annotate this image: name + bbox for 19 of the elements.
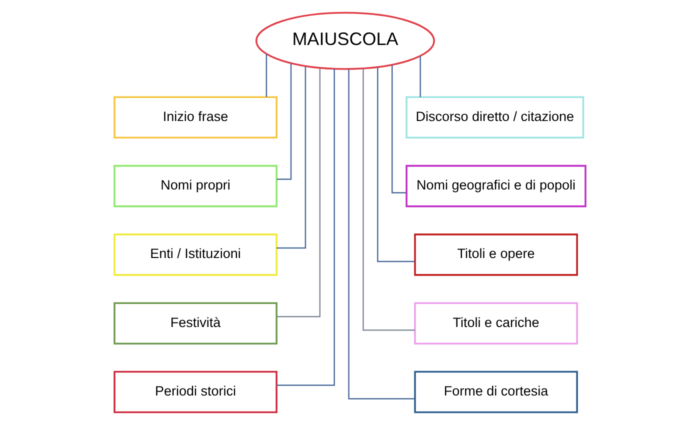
node-box: Discorso diretto / citazione bbox=[406, 96, 584, 139]
connector bbox=[420, 56, 421, 98]
connector bbox=[276, 69, 335, 386]
connector bbox=[362, 68, 415, 331]
node-box: Nomi propri bbox=[114, 164, 278, 208]
node-box: Periodi storici bbox=[114, 370, 278, 414]
node-box: Enti / Istituzioni bbox=[114, 234, 278, 276]
connector bbox=[276, 68, 321, 318]
node-box: Inizio frase bbox=[114, 96, 278, 139]
connector bbox=[266, 54, 268, 98]
node-box: Titoli e opere bbox=[414, 234, 578, 276]
connector bbox=[348, 69, 415, 400]
connector bbox=[276, 66, 306, 249]
node-box: Nomi geografici e di popoli bbox=[406, 164, 586, 208]
node-ellipse: MAIUSCOLA bbox=[255, 12, 436, 70]
node-box: Titoli e cariche bbox=[414, 302, 578, 345]
node-box: Festività bbox=[114, 302, 278, 345]
connector bbox=[377, 67, 415, 262]
node-box: Forme di cortesia bbox=[414, 370, 578, 414]
